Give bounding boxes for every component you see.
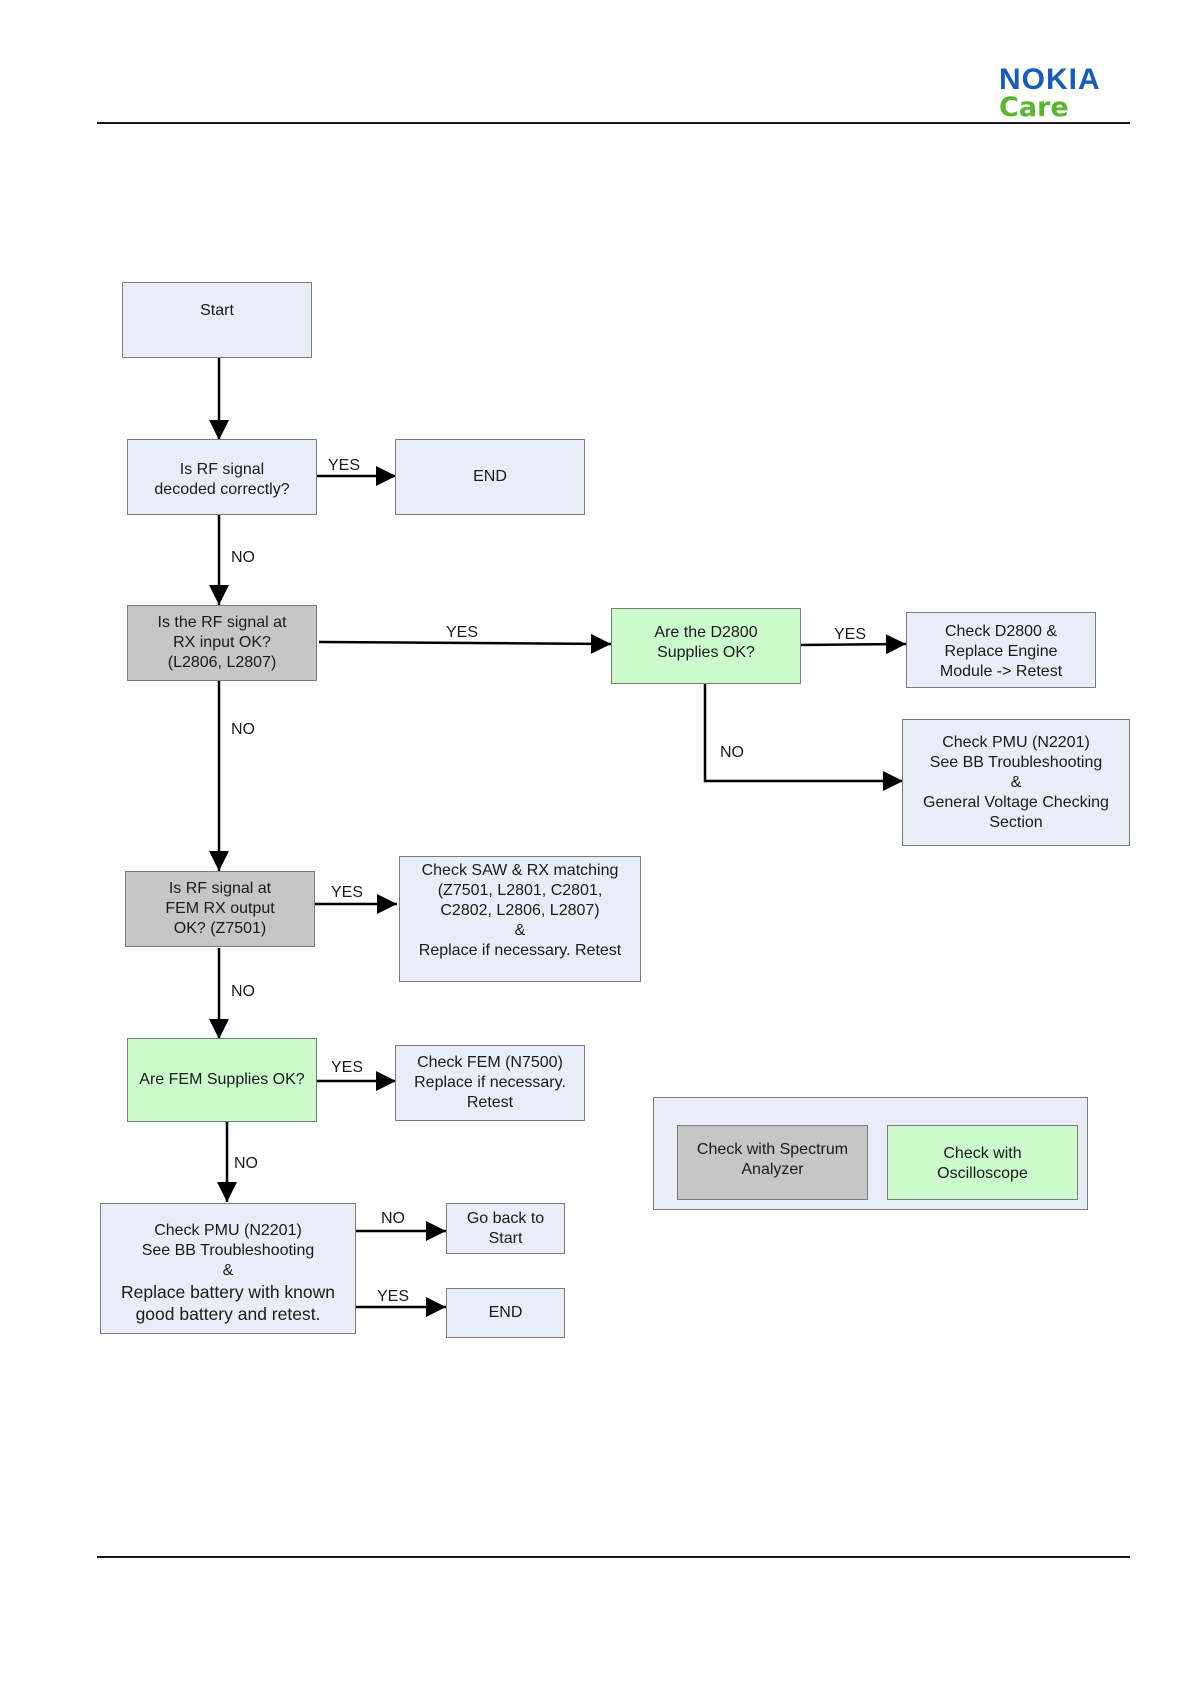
care-wordmark: Care (999, 92, 1069, 123)
node-d2800-supplies-question: Are the D2800 Supplies OK? (611, 608, 801, 684)
nokia-care-logo: NOKIA Care (999, 64, 1129, 122)
node-rf-decoded-question: Is RF signal decoded correctly? (127, 439, 317, 515)
node-check-saw-rx-matching: Check SAW & RX matching (Z7501, L2801, C… (399, 856, 641, 982)
legend-spectrum-analyzer: Check with Spectrum Analyzer (677, 1125, 868, 1200)
label-pmu-yes: YES (377, 1288, 410, 1305)
label-decoded-no: NO (231, 549, 255, 566)
node-fem-supplies-question: Are FEM Supplies OK? (127, 1038, 317, 1122)
label-rx-input-no: NO (231, 721, 255, 738)
node-check-fem: Check FEM (N7500) Replace if necessary. … (395, 1045, 585, 1121)
legend-oscilloscope: Check with Oscilloscope (887, 1125, 1078, 1200)
node-check-pmu-voltage: Check PMU (N2201) See BB Troubleshooting… (902, 719, 1130, 846)
edge-d2800-yes (799, 634, 907, 655)
label-d2800-no: NO (720, 744, 744, 761)
label-d2800-yes: YES (834, 626, 867, 643)
node-end-top: END (395, 439, 585, 515)
node-check-pmu-battery: Check PMU (N2201) See BB Troubleshooting… (100, 1203, 356, 1334)
footer-rule (97, 1556, 1130, 1558)
node-start: Start (122, 282, 312, 358)
label-rx-input-yes: YES (446, 624, 479, 641)
label-pmu-no: NO (381, 1210, 405, 1227)
node-go-back-to-start: Go back to Start (446, 1203, 565, 1254)
label-fem-supplies-yes: YES (331, 1059, 364, 1076)
node-check-d2800: Check D2800 & Replace Engine Module -> R… (906, 612, 1096, 688)
label-fem-supplies-no: NO (234, 1155, 258, 1172)
edge-rx-input-yes (318, 633, 612, 654)
label-decoded-yes: YES (328, 457, 361, 474)
node-end-bottom: END (446, 1288, 565, 1338)
label-fem-output-yes: YES (331, 884, 364, 901)
node-rx-input-question: Is the RF signal at RX input OK? (L2806,… (127, 605, 317, 681)
label-fem-output-no: NO (231, 983, 255, 1000)
nokia-wordmark: NOKIA (999, 63, 1101, 96)
edge-d2800-no (703, 684, 903, 791)
header-rule (97, 122, 1130, 124)
node-fem-output-question: Is RF signal at FEM RX output OK? (Z7501… (125, 871, 315, 947)
